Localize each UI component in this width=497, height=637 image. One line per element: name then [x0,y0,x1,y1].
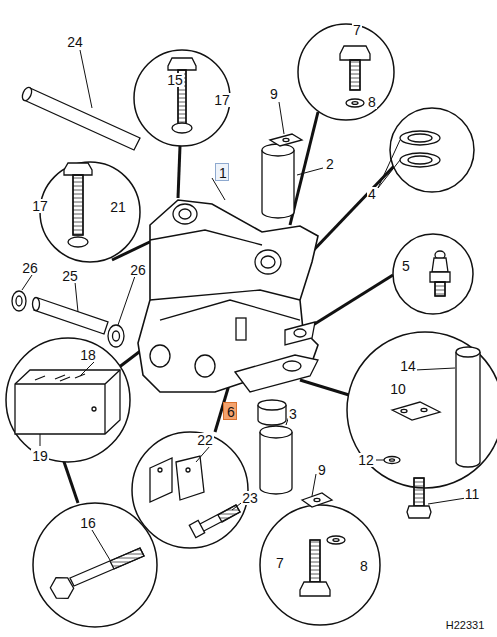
callout-number: 19 [31,449,49,463]
callout-number: 17 [213,93,231,107]
callout-number: 18 [79,348,97,362]
callout-number: 22 [196,433,214,447]
callout-box: 6 [223,402,237,420]
callout-number: 10 [389,382,407,396]
callout-number: 12 [357,453,375,467]
callout-number: 4 [367,187,377,201]
callout-number: 9 [317,463,327,477]
callout-number: 26 [21,261,39,275]
callout-number: 8 [367,95,377,109]
callout-number: 11 [464,487,481,501]
callout-number: 26 [129,263,147,277]
callout-number: 24 [66,35,84,49]
callout-number: 17 [31,199,49,213]
callout-number: 14 [399,359,417,373]
callout-number: 2 [325,157,335,171]
callout-number: 15 [166,73,184,87]
callout-number: 7 [352,23,362,37]
callout-number: 23 [241,491,259,505]
callout-number: 16 [79,516,97,530]
drawing-number: H22331 [445,620,486,631]
callout-number: 21 [109,200,127,214]
callout-number: 5 [401,259,411,273]
callout-number: 8 [359,559,369,573]
callout-box: 1 [215,163,229,181]
callout-number: 9 [269,87,279,101]
callout-number: 3 [288,407,298,421]
callout-number: 25 [61,269,79,283]
callout-number: 6 [227,405,233,419]
callout-number: 1 [219,166,225,180]
callout-number: 7 [275,556,285,570]
